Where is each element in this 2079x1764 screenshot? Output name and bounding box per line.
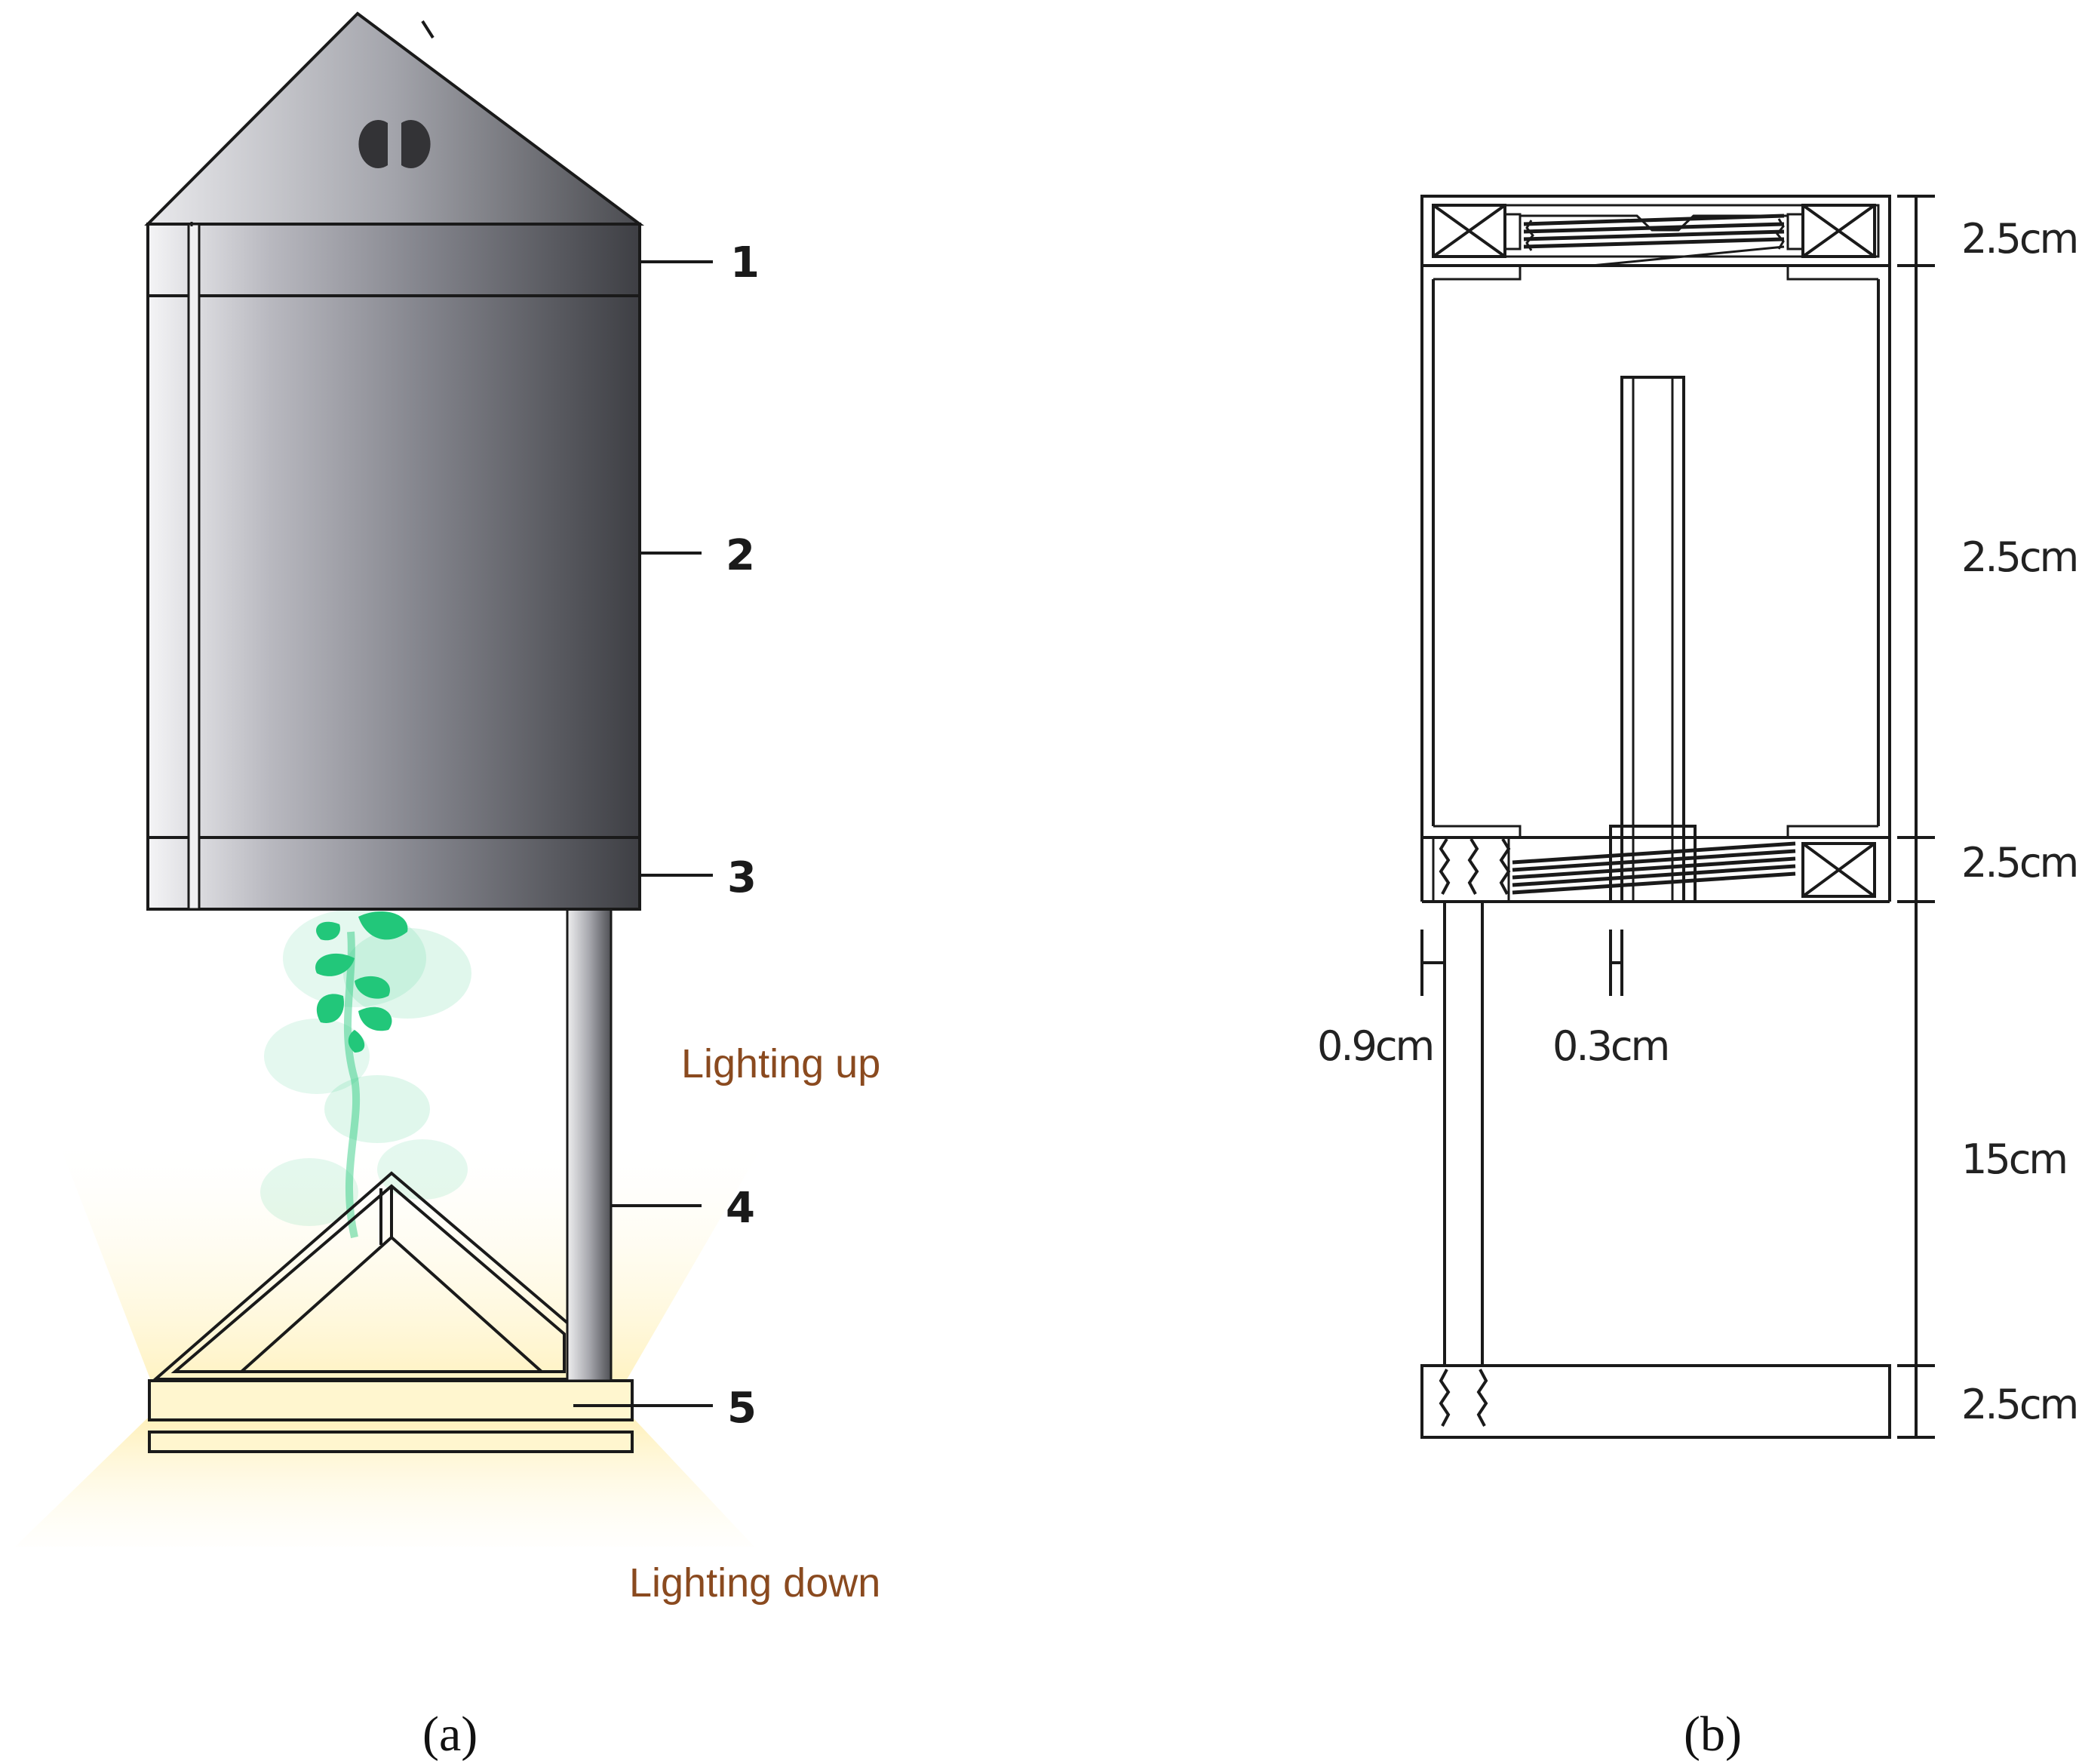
callout-3: 3 xyxy=(727,853,757,902)
caption-b: (b) xyxy=(1684,1707,1742,1762)
thickness-markers xyxy=(1420,930,1623,996)
dim-bottom-cap: 2.5cm xyxy=(1961,839,2077,887)
dim-legs: 15cm xyxy=(1961,1136,2066,1183)
lighting-up-label: Lighting up xyxy=(681,1041,880,1086)
callout-lines xyxy=(573,260,713,1407)
lighting-down-label: Lighting down xyxy=(629,1560,880,1606)
panel-b: 0.9cm 0.3cm 2.5cm 2.5cm 2.5cm 15cm 2.5cm… xyxy=(1317,195,2079,1762)
callout-2: 2 xyxy=(726,531,755,580)
base-plate xyxy=(1420,1364,1891,1439)
housing-walls xyxy=(1420,266,1891,902)
vent-icon xyxy=(358,119,431,169)
lamp-housing xyxy=(144,11,645,911)
bottom-cap xyxy=(1422,836,1890,903)
screw-threads-top xyxy=(1439,837,1511,895)
bottom-springs xyxy=(1512,841,1796,895)
rod-thickness-label: 0.3cm xyxy=(1552,1022,1668,1070)
callout-5: 5 xyxy=(727,1384,757,1433)
base-shelf xyxy=(148,1379,634,1453)
support-pole xyxy=(566,908,613,1382)
center-rod xyxy=(1609,376,1697,903)
dim-base: 2.5cm xyxy=(1961,1381,2077,1428)
top-cap xyxy=(1420,195,1891,267)
dimension-line xyxy=(1897,195,1935,1439)
wall-thickness-label: 0.9cm xyxy=(1317,1022,1433,1070)
stand-legs xyxy=(1443,902,1484,1366)
dim-housing: 2.5cm xyxy=(1961,533,2077,581)
dim-top-cap: 2.5cm xyxy=(1961,215,2077,263)
plant-illustration xyxy=(260,909,471,1239)
callout-1: 1 xyxy=(730,238,760,287)
callout-4: 4 xyxy=(726,1184,755,1233)
panel-a: 1 2 3 4 5 Lighting up Lighting down (a) xyxy=(15,11,880,1762)
caption-a: (a) xyxy=(422,1707,478,1762)
top-springs xyxy=(1523,214,1785,267)
